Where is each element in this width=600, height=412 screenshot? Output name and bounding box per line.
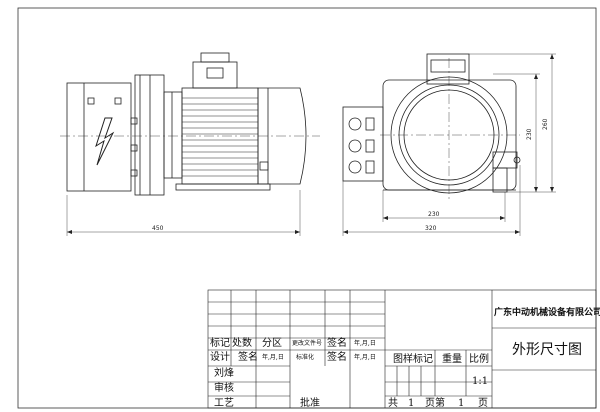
- side-terminal-box: [426, 53, 470, 85]
- drawing-title: 外形尺寸图: [512, 342, 582, 358]
- scale-label: 比例: [469, 354, 489, 365]
- sign-label-2: 签名: [238, 352, 258, 363]
- side-view: [342, 53, 556, 236]
- drawing-border: [17, 7, 597, 409]
- drawn-label: 刘烽: [214, 368, 234, 379]
- process-label: 工艺: [214, 398, 234, 409]
- front-terminal-box: [192, 61, 238, 89]
- total-label: 共: [388, 398, 398, 409]
- side-control-panel: [342, 106, 384, 182]
- count-label: 处数: [232, 338, 252, 349]
- warning-lightning-icon: [95, 117, 115, 166]
- design-label: 设计: [210, 352, 230, 363]
- check-label: 审核: [214, 383, 234, 394]
- approve-label: 批准: [300, 398, 320, 409]
- company-name: 广东中动机械设备有限公司: [494, 308, 600, 318]
- dim-side-height-inner: 230: [526, 128, 533, 140]
- sheet-value: 1: [458, 398, 465, 409]
- scale-value: 1:1: [472, 376, 489, 387]
- title-block: [207, 289, 597, 409]
- rev-label: 标记: [210, 338, 230, 349]
- total-value: 1: [408, 398, 415, 409]
- dim-side-width-outer: 320: [425, 225, 437, 232]
- knob-icon: [348, 117, 362, 131]
- dim-front-length: 450: [152, 225, 164, 232]
- change-doc-label: 更改文件号: [292, 340, 323, 347]
- zone-label: 分区: [262, 338, 282, 349]
- sheet-label: 页第: [425, 398, 445, 409]
- dim-side-width-inner: 230: [428, 211, 440, 218]
- date-label-2: 年,月,日: [262, 354, 284, 361]
- front-left-housing: [66, 82, 132, 192]
- knob-icon: [348, 160, 362, 174]
- sign-label-3: 签名: [327, 352, 347, 363]
- knob-icon: [348, 139, 362, 153]
- weight-label: 重量: [442, 354, 462, 365]
- stage-mark-label: 图样标记: [393, 354, 433, 365]
- date-label: 年,月,日: [354, 340, 376, 347]
- date-label-3: 年,月,日: [354, 354, 376, 361]
- dim-side-height-outer: 260: [542, 118, 549, 130]
- standard-label: 标准化: [296, 354, 315, 361]
- front-view: [60, 52, 320, 236]
- side-handle: [492, 151, 518, 169]
- front-fan-cover: [257, 87, 307, 185]
- front-flange: [134, 74, 165, 196]
- page-label: 页: [478, 398, 488, 409]
- sign-label: 签名: [327, 338, 347, 349]
